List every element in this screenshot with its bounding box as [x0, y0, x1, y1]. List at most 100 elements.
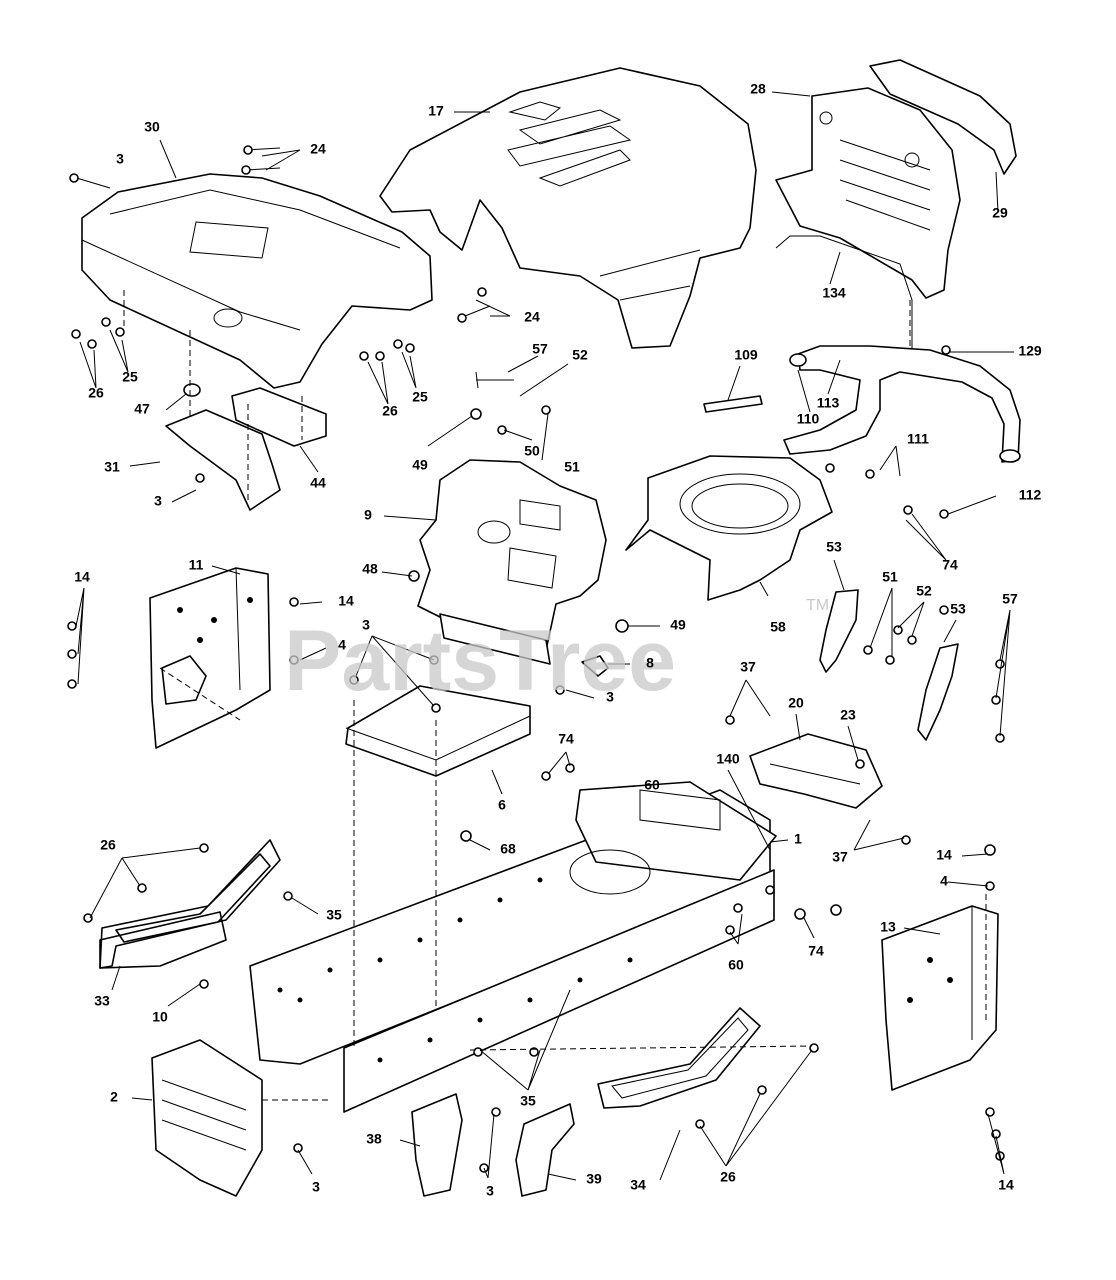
- callout-11: 11: [189, 557, 204, 573]
- callout-140: 140: [716, 751, 740, 767]
- callout-60: 60: [644, 777, 660, 793]
- callout-26: 26: [100, 837, 116, 853]
- part-28-grille: [775, 87, 961, 299]
- callout-28: 28: [750, 81, 766, 97]
- callout-112: 112: [1019, 487, 1042, 503]
- callout-111: 111: [907, 431, 929, 447]
- callout-2: 2: [110, 1089, 118, 1105]
- callout-47: 47: [134, 401, 150, 417]
- callout-3: 3: [362, 617, 370, 633]
- callout-74: 74: [558, 731, 574, 747]
- part-53-plate-b: [917, 643, 959, 741]
- callout-24: 24: [310, 141, 326, 157]
- callout-37: 37: [740, 659, 756, 675]
- callout-20: 20: [788, 695, 804, 711]
- callout-51: 51: [564, 459, 580, 475]
- callout-49: 49: [670, 617, 686, 633]
- frame-holes: [277, 877, 633, 1063]
- callout-10: 10: [152, 1009, 168, 1025]
- callout-17: 17: [428, 103, 444, 119]
- callout-26: 26: [88, 385, 104, 401]
- callout-31: 31: [104, 459, 120, 475]
- part-134-bracket: [775, 235, 913, 350]
- part-38-hanger: [411, 1093, 463, 1197]
- callout-52: 52: [916, 583, 932, 599]
- callout-3: 3: [606, 689, 614, 705]
- callout-44: 44: [310, 475, 326, 491]
- callout-68: 68: [500, 841, 516, 857]
- callout-37: 37: [832, 849, 848, 865]
- callout-52: 52: [572, 347, 588, 363]
- callout-134: 134: [822, 285, 846, 301]
- callout-3: 3: [154, 493, 162, 509]
- watermark-text: PartsTree: [284, 613, 676, 709]
- part-33-footrest: [99, 839, 281, 969]
- part-31-bracket: [165, 409, 281, 511]
- part-9-console: [417, 459, 607, 665]
- callout-labels: 3 30 24 17 28 29 134 24 26 25 26 25 57 5…: [74, 81, 1042, 1199]
- callout-35: 35: [326, 907, 342, 923]
- callout-35: 35: [520, 1093, 536, 1109]
- callout-38: 38: [366, 1131, 382, 1147]
- callout-14: 14: [936, 847, 952, 863]
- callout-58: 58: [770, 619, 786, 635]
- callout-14: 14: [74, 569, 90, 585]
- part-30-fender: [81, 173, 433, 389]
- callout-26: 26: [382, 403, 398, 419]
- callout-53: 53: [826, 539, 842, 555]
- callout-34: 34: [630, 1177, 646, 1193]
- part-20-bracket: [749, 733, 883, 809]
- callout-3: 3: [116, 151, 124, 167]
- callout-33: 33: [94, 993, 110, 1009]
- callout-129: 129: [1018, 343, 1042, 359]
- callout-113: 113: [817, 395, 840, 411]
- callout-3: 3: [312, 1179, 320, 1195]
- callout-9: 9: [364, 507, 372, 523]
- leader-lines: [75, 91, 1014, 1181]
- assembly-lines: [123, 290, 987, 1101]
- callout-110: 110: [797, 411, 820, 427]
- part-1-frame: [249, 781, 777, 1113]
- watermark: PartsTree TM: [284, 597, 829, 709]
- callout-50: 50: [524, 443, 540, 459]
- callout-51: 51: [882, 569, 898, 585]
- callout-1: 1: [794, 831, 802, 847]
- callout-49: 49: [412, 457, 428, 473]
- part-11-side-panel: [149, 567, 271, 749]
- callout-57: 57: [1002, 591, 1018, 607]
- callout-23: 23: [840, 707, 856, 723]
- part-2-bracket: [151, 1039, 263, 1197]
- part-17-hood: [379, 67, 757, 349]
- callout-39: 39: [586, 1171, 602, 1187]
- part-13-side-panel: [881, 905, 999, 1091]
- callout-6: 6: [498, 797, 506, 813]
- callout-8: 8: [646, 655, 654, 671]
- callout-109: 109: [734, 347, 758, 363]
- callout-29: 29: [992, 205, 1008, 221]
- callout-14: 14: [338, 593, 354, 609]
- callout-25: 25: [412, 389, 428, 405]
- watermark-trademark: TM: [806, 597, 829, 614]
- callout-53: 53: [950, 601, 966, 617]
- part-109-pin: [703, 395, 763, 413]
- callout-4: 4: [338, 637, 346, 653]
- part-110-cap: [789, 353, 807, 367]
- callout-3: 3: [486, 1183, 494, 1199]
- callout-13: 13: [880, 919, 896, 935]
- callout-24: 24: [524, 309, 540, 325]
- part-8-clip: [581, 655, 609, 677]
- part-47-grommet: [183, 383, 201, 397]
- callout-57: 57: [532, 341, 548, 357]
- part-53-plate-a: [819, 589, 859, 673]
- part-113-tube: [783, 345, 1021, 463]
- part-29-nose-trim: [869, 59, 1017, 175]
- callout-74: 74: [942, 557, 958, 573]
- callout-26: 26: [720, 1169, 736, 1185]
- callout-30: 30: [144, 119, 160, 135]
- part-6-tray: [345, 685, 531, 777]
- callout-25: 25: [122, 369, 138, 385]
- callout-48: 48: [362, 561, 378, 577]
- part-34-footrest: [597, 1007, 761, 1109]
